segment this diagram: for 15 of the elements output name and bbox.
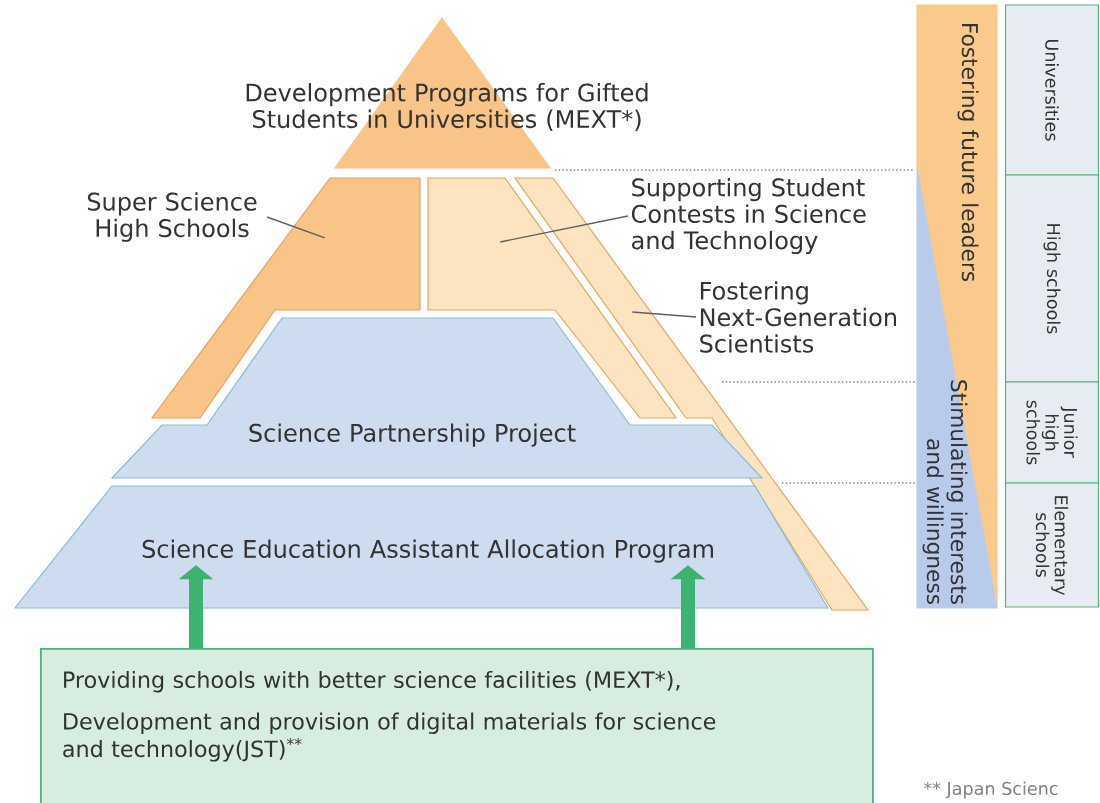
leader-line — [499, 215, 629, 243]
leader-line — [631, 311, 697, 318]
footnote: ** Japan Scienc — [923, 781, 1058, 799]
leader-line — [266, 216, 326, 239]
info-box: Providing schools with better science facilities (MEXT*), Development and provision of digital materials for science and technology(JST)$^{**}$ — [40, 648, 874, 803]
level-cell: Universities — [1004, 4, 1100, 176]
band-label: Fostering future leaders — [957, 24, 979, 282]
band-label: Stimulating interests and willingness — [922, 380, 968, 604]
program-label: Super Science High Schools — [87, 192, 257, 242]
program-label: Fostering Next-Generation Scientists — [700, 281, 896, 353]
program-label: Supporting Student Contests in Science and Technology — [631, 177, 866, 255]
level-cell: Junior high schools — [1004, 381, 1100, 484]
program-label: Science Partnership Project — [249, 423, 576, 447]
program-label: Science Education Assistant Allocation Program — [142, 539, 713, 563]
level-cell: Elementary schools — [1004, 482, 1100, 608]
